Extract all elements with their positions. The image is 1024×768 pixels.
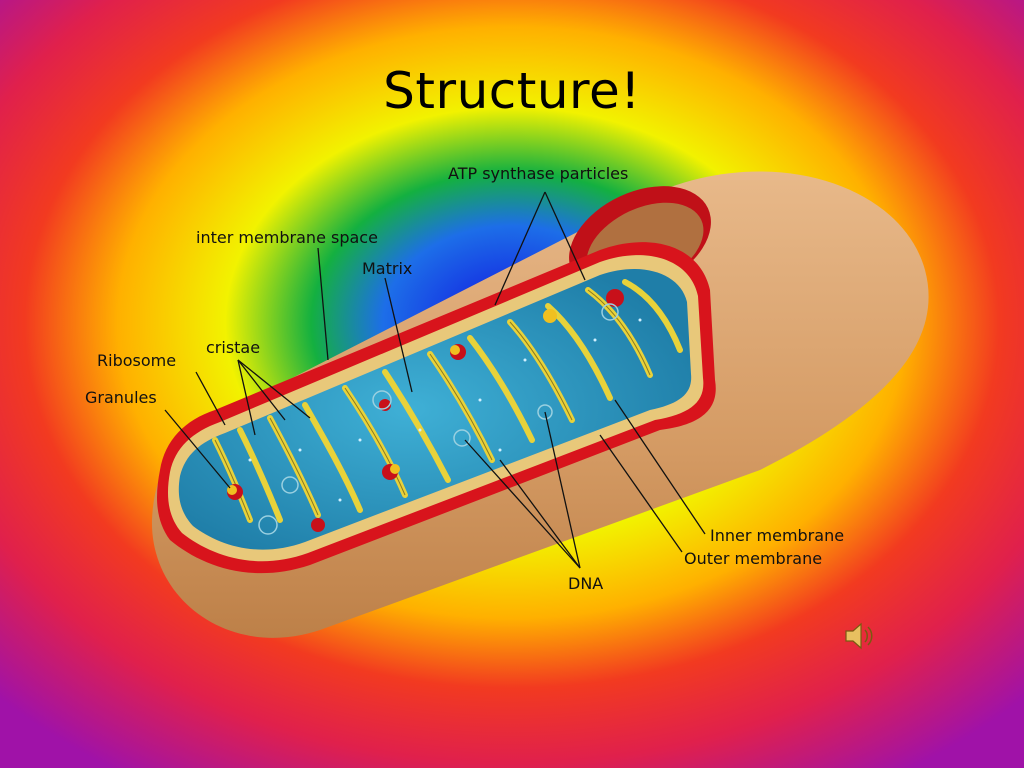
cristae-outlines (214, 289, 651, 521)
label-matrix: Matrix (362, 259, 413, 278)
matrix-dots (248, 318, 642, 502)
granules (227, 289, 624, 532)
label-inner-membrane: Inner membrane (710, 526, 845, 545)
label-dna: DNA (568, 574, 604, 593)
dna-loops (258, 303, 619, 535)
matrix (178, 268, 692, 550)
label-ribosome: Ribosome (97, 351, 177, 370)
label-cristae: cristae (206, 338, 261, 357)
speaker-icon[interactable] (842, 618, 878, 654)
leader-lines (164, 191, 706, 569)
label-atp-synthase: ATP synthase particles (448, 164, 629, 183)
slide-title: Structure! (383, 62, 641, 120)
label-intermembrane-space: inter membrane space (196, 228, 378, 247)
label-granules: Granules (85, 388, 157, 407)
label-outer-membrane: Outer membrane (684, 549, 823, 568)
